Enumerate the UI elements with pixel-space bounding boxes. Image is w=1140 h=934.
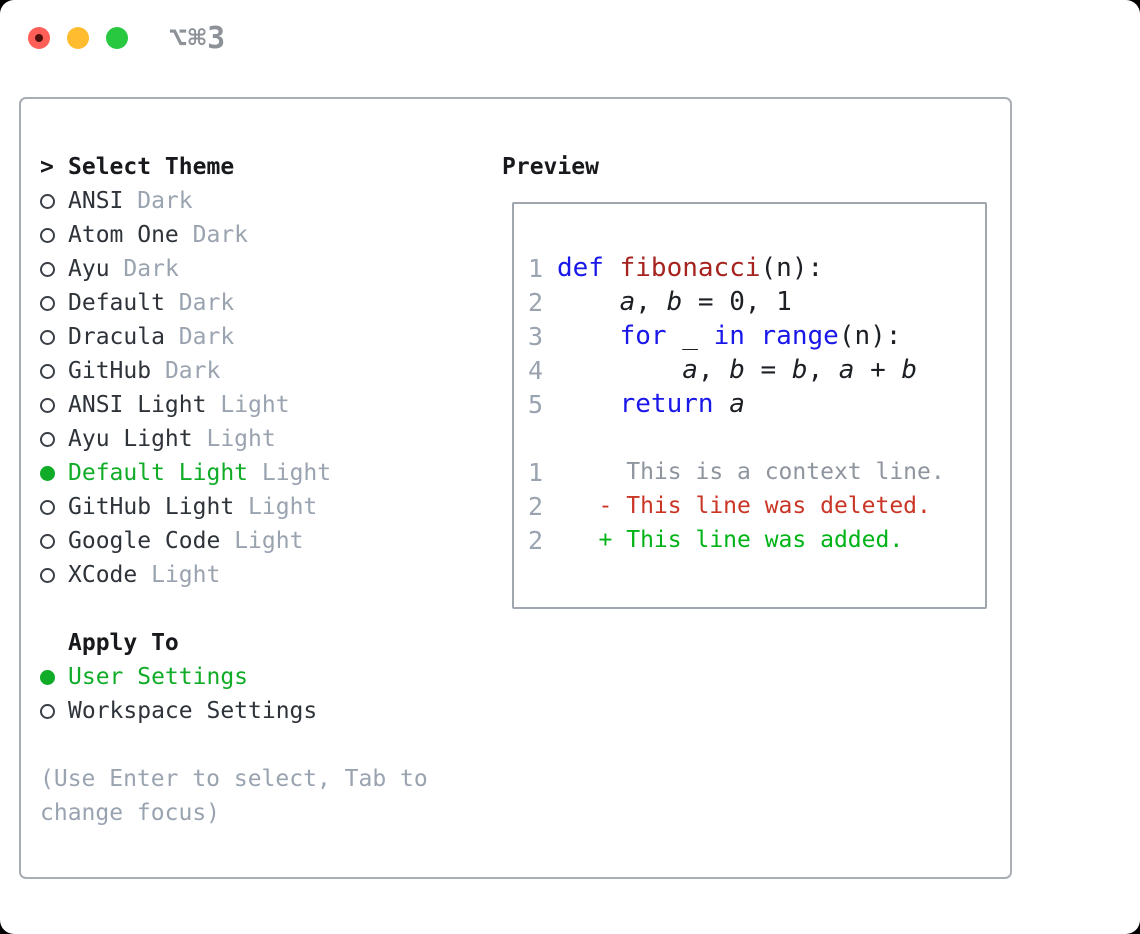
apply-option-label: User Settings (68, 664, 249, 690)
app-window: > Select Theme ANSI Dark Atom One Dark A… (19, 97, 1012, 879)
zoom-button-icon[interactable] (106, 27, 128, 49)
line-number: 2 (528, 287, 544, 317)
theme-selector-panel: > Select Theme ANSI Dark Atom One Dark A… (40, 150, 428, 830)
theme-name: Ayu Light (68, 426, 193, 452)
apply-option-user-settings[interactable]: User Settings (40, 660, 428, 694)
theme-option-ansi-dark[interactable]: ANSI Dark (40, 184, 428, 218)
theme-option-atom-one-dark[interactable]: Atom One Dark (40, 218, 428, 252)
line-number: 4 (528, 355, 544, 385)
theme-variant: Dark (178, 290, 235, 316)
theme-variant: Light (220, 392, 290, 418)
spacer (528, 421, 985, 455)
radio-icon (40, 397, 55, 413)
code-line: 1 def fibonacci(n): (528, 253, 824, 283)
close-button-icon[interactable] (28, 27, 50, 49)
theme-variant: Dark (192, 222, 249, 248)
radio-icon (40, 533, 55, 549)
theme-option-ayu-dark[interactable]: Ayu Dark (40, 252, 428, 286)
theme-name: Atom One (68, 222, 179, 248)
line-number: 1 (528, 457, 544, 487)
code-line: 4 a, b = b, a + b (528, 355, 918, 385)
theme-option-ansi-light[interactable]: ANSI Light Light (40, 388, 428, 422)
preview-title: Preview (502, 154, 599, 180)
theme-name: Ayu (68, 256, 110, 282)
theme-option-default-dark[interactable]: Default Dark (40, 286, 428, 320)
theme-option-default-light[interactable]: Default Light Light (40, 456, 428, 490)
theme-option-google-code[interactable]: Google Code Light (40, 524, 428, 558)
theme-name: Dracula (68, 324, 165, 350)
theme-option-github-dark[interactable]: GitHub Dark (40, 354, 428, 388)
apply-option-workspace-settings[interactable]: Workspace Settings (40, 694, 428, 728)
theme-name: XCode (68, 562, 138, 588)
line-number: 2 (528, 491, 544, 521)
theme-option-dracula-dark[interactable]: Dracula Dark (40, 320, 428, 354)
theme-list-header: > Select Theme (40, 150, 428, 184)
theme-option-ayu-light[interactable]: Ayu Light Light (40, 422, 428, 456)
help-text-line-1: (Use Enter to select, Tab to (40, 766, 428, 792)
line-number: 3 (528, 321, 544, 351)
radio-icon (40, 261, 55, 277)
window-title: ⌥⌘3 (169, 20, 227, 56)
theme-name: Default Light (68, 460, 249, 486)
theme-name: ANSI (68, 188, 124, 214)
theme-option-xcode[interactable]: XCode Light (40, 558, 428, 592)
theme-name: GitHub Light (68, 494, 235, 520)
apply-option-label: Workspace Settings (68, 698, 318, 724)
code-line: 3 for _ in range(n): (528, 321, 902, 351)
theme-name: GitHub (68, 358, 152, 384)
radio-icon (40, 703, 55, 719)
theme-variant: Light (261, 460, 332, 486)
theme-variant: Light (151, 562, 221, 588)
titlebar: ⌥⌘3 (0, 0, 1140, 76)
line-number: 1 (528, 253, 544, 283)
radio-icon (40, 431, 55, 447)
theme-variant: Light (248, 494, 318, 520)
theme-variant: Dark (178, 324, 235, 350)
theme-variant: Dark (137, 188, 193, 214)
line-number: 5 (528, 389, 544, 419)
line-number: 2 (528, 525, 544, 555)
diff-added-line: 2 + This line was added. (528, 525, 904, 555)
theme-variant: Light (206, 426, 276, 452)
theme-variant: Dark (164, 358, 221, 384)
radio-icon (40, 499, 55, 515)
minimize-button-icon[interactable] (67, 27, 89, 49)
radio-icon (40, 227, 55, 243)
code-line: 2 a, b = 0, 1 (528, 287, 792, 317)
apply-to-title: Apply To (68, 630, 179, 656)
theme-option-github-light[interactable]: GitHub Light Light (40, 490, 428, 524)
spacer (40, 592, 428, 626)
radio-icon (40, 329, 55, 345)
help-text-line-2: change focus) (40, 800, 221, 826)
radio-icon (40, 363, 55, 379)
traffic-lights (28, 27, 128, 49)
diff-deleted-line: 2 - This line was deleted. (528, 491, 931, 521)
theme-name: ANSI Light (68, 392, 207, 418)
preview-pane: 1 def fibonacci(n): 2 a, b = 0, 1 3 for … (512, 202, 987, 609)
theme-variant: Dark (123, 256, 179, 282)
radio-icon (40, 295, 55, 311)
code-line: 5 return a (528, 389, 745, 419)
theme-variant: Light (234, 528, 304, 554)
theme-list-title: Select Theme (68, 154, 235, 180)
cursor-icon: > (40, 154, 54, 180)
theme-name: Google Code (68, 528, 221, 554)
apply-to-header: Apply To (40, 626, 428, 660)
spacer (40, 728, 428, 762)
radio-selected-icon (40, 669, 55, 685)
radio-icon (40, 567, 55, 583)
diff-context-line: 1 This is a context line. (528, 457, 945, 487)
theme-name: Default (68, 290, 165, 316)
radio-icon (40, 193, 55, 209)
radio-selected-icon (40, 465, 55, 481)
